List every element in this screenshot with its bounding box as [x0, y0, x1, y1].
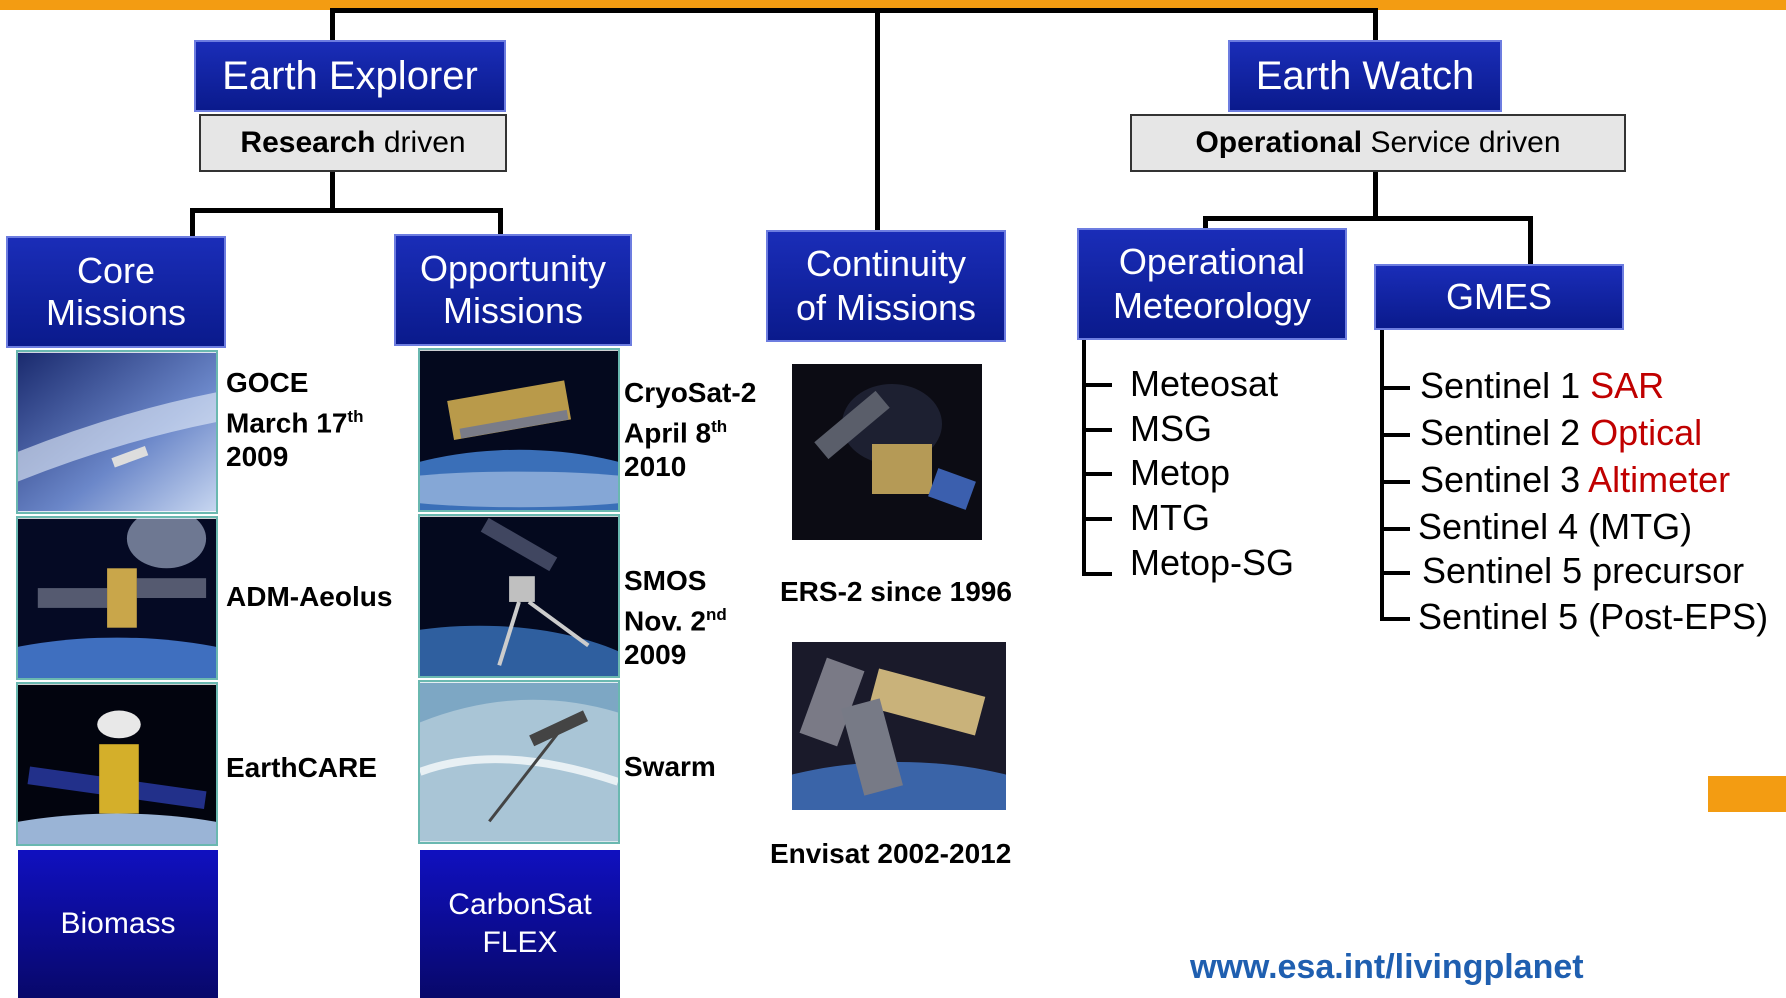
connector	[1082, 472, 1112, 476]
gmes-item: Sentinel 4 (MTG)	[1418, 506, 1693, 547]
smos-image	[418, 514, 620, 678]
swarm-image	[418, 680, 620, 844]
cryosat-name: CryoSat-2	[624, 377, 757, 408]
connector	[1373, 8, 1378, 46]
connector	[498, 208, 503, 238]
met-item: MTG	[1130, 497, 1210, 538]
earth-watch-title: Earth Watch	[1255, 53, 1475, 98]
connector	[1082, 383, 1112, 387]
swarm-caption: Swarm	[624, 751, 716, 782]
core-title-line1: Core	[76, 250, 156, 291]
service-driven-label: Operational Service driven	[1195, 126, 1561, 159]
connector	[1380, 571, 1410, 575]
earthcare-image	[16, 682, 218, 846]
connector	[330, 170, 335, 212]
continuity-title-line1: Continuity	[805, 243, 967, 284]
connector	[1082, 428, 1112, 432]
smos-caption: SMOS Nov. 2nd 2009	[624, 564, 727, 672]
gmes-item: Sentinel 1 SAR	[1420, 365, 1665, 406]
met-item: Metop	[1130, 452, 1231, 493]
goce-date: March 17th	[226, 407, 364, 439]
connector	[1380, 433, 1410, 437]
flex-label: FLEX	[482, 926, 558, 959]
earth-explorer-title: Earth Explorer	[222, 53, 478, 98]
ers2-caption: ERS-2 since 1996	[780, 576, 1012, 607]
met-title-line1: Operational	[1118, 241, 1306, 282]
smos-name: SMOS	[624, 565, 707, 596]
met-item: MSG	[1130, 408, 1213, 449]
connector	[1380, 527, 1410, 531]
envisat-image	[792, 642, 1006, 810]
envisat-caption: Envisat 2002-2012	[770, 838, 1012, 869]
connector	[1203, 216, 1533, 221]
side-accent-tab	[1708, 776, 1786, 812]
website-link[interactable]: www.esa.int/livingplanet	[1190, 948, 1584, 986]
connector	[190, 208, 503, 213]
biomass-box: Biomass	[18, 850, 218, 998]
cryosat-caption: CryoSat-2 April 8th 2010	[624, 376, 756, 484]
adm-aeolus-image	[16, 516, 218, 680]
gmes-item: Sentinel 5 precursor	[1422, 550, 1745, 591]
gmes-box: GMES	[1374, 264, 1624, 330]
connector	[1082, 572, 1112, 576]
met-title-line2: Meteorology	[1112, 285, 1312, 326]
connector	[1203, 216, 1208, 232]
core-title-line2: Missions	[45, 292, 187, 333]
carbonsat-label: CarbonSat	[448, 888, 592, 921]
connector	[1380, 386, 1410, 390]
connector	[330, 8, 335, 46]
connector	[1373, 170, 1378, 220]
opportunity-title-line1: Opportunity	[419, 248, 607, 289]
connector	[875, 8, 880, 233]
connector	[1082, 517, 1112, 521]
goce-caption: GOCE March 17th 2009	[226, 366, 363, 474]
earth-watch-box: Earth Watch	[1228, 40, 1502, 112]
gmes-item: Sentinel 5 (Post-EPS)	[1418, 596, 1769, 637]
top-accent-bar	[0, 0, 1786, 10]
opportunity-title-line2: Missions	[442, 290, 583, 331]
smos-date: Nov. 2nd	[624, 605, 727, 637]
connector	[1082, 338, 1086, 576]
cryosat-date: April 8th	[624, 417, 728, 449]
earth-explorer-box: Earth Explorer	[194, 40, 506, 112]
earthcare-caption: EarthCARE	[226, 752, 377, 783]
connector	[190, 208, 195, 238]
gmes-title: GMES	[1445, 276, 1552, 317]
goce-name: GOCE	[226, 367, 309, 398]
connector	[330, 8, 1378, 13]
connector	[1528, 216, 1533, 266]
service-driven-box: Operational Service driven	[1130, 114, 1626, 172]
continuity-title-line2: of Missions	[795, 287, 977, 328]
goce-year: 2009	[226, 441, 289, 473]
adm-aeolus-caption: ADM-Aeolus	[226, 581, 393, 612]
research-driven-label: Research driven	[240, 126, 466, 159]
ers2-image	[792, 364, 982, 540]
met-item: Meteosat	[1130, 363, 1279, 404]
smos-year: 2009	[624, 639, 687, 671]
gmes-item: Sentinel 3 Altimeter	[1420, 459, 1731, 500]
biomass-label: Biomass	[60, 907, 176, 940]
cryosat-year: 2010	[624, 451, 687, 483]
connector	[1380, 480, 1410, 484]
goce-image	[16, 350, 218, 514]
connector	[1380, 330, 1384, 621]
gmes-item: Sentinel 2 Optical	[1420, 412, 1703, 453]
connector	[1380, 617, 1410, 621]
research-driven-box: Research driven	[199, 114, 507, 172]
cryosat-image	[418, 348, 620, 512]
met-item: Metop-SG	[1130, 542, 1295, 583]
